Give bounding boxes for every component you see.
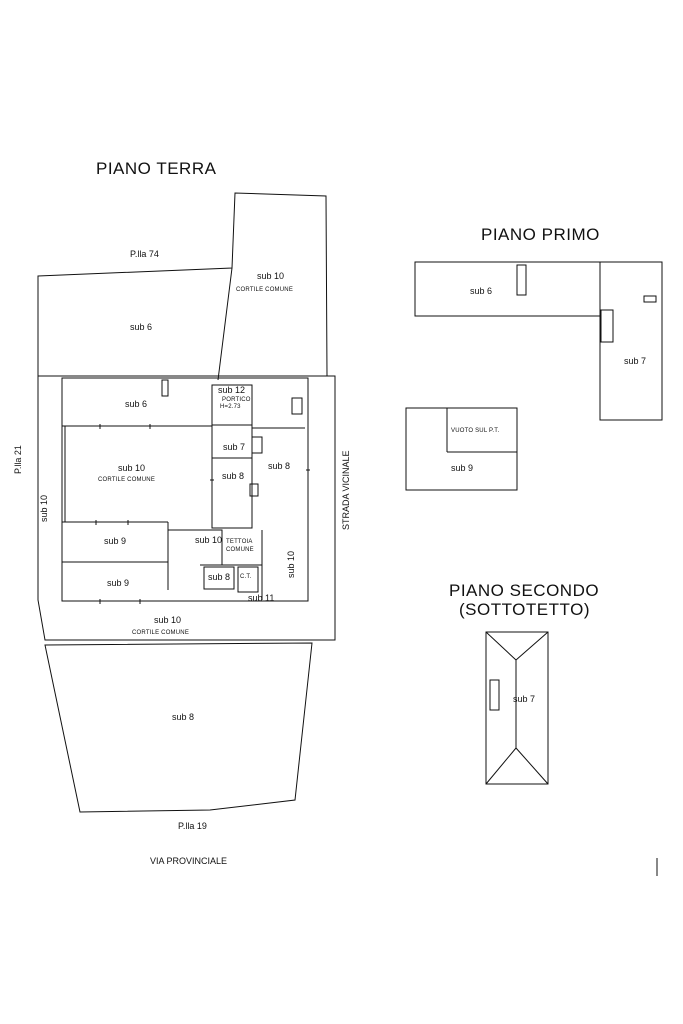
label-via-provinciale: VIA PROVINCIALE bbox=[150, 856, 228, 866]
label-sub10-court: sub 10 bbox=[118, 463, 146, 473]
label-tettoia: TETTOIA bbox=[226, 539, 253, 545]
label-portico: PORTICO bbox=[222, 397, 251, 403]
label-second-sub7: sub 7 bbox=[513, 694, 536, 704]
label-sub6-inner: sub 6 bbox=[125, 399, 148, 409]
first-floor-outline bbox=[415, 262, 662, 420]
label-sub8-bottom: sub 8 bbox=[172, 712, 195, 722]
sub9-first-outline bbox=[406, 408, 517, 490]
label-cortile-court: CORTILE COMUNE bbox=[98, 477, 156, 483]
ground-main-parcel-outline bbox=[38, 376, 335, 640]
label-pl19: P.lla 19 bbox=[178, 821, 207, 831]
label-sub8-ct: sub 8 bbox=[208, 572, 231, 582]
label-sub9-a: sub 9 bbox=[104, 536, 127, 546]
title-piano-secondo: PIANO SECONDO bbox=[449, 581, 600, 600]
label-sub10-right: sub 10 bbox=[286, 550, 296, 578]
label-first-sub7: sub 7 bbox=[624, 356, 647, 366]
stair-ground-2 bbox=[292, 398, 302, 414]
label-first-sub6: sub 6 bbox=[470, 286, 493, 296]
label-sub12: sub 12 bbox=[218, 385, 246, 395]
stair-second bbox=[490, 680, 499, 710]
label-sub7-ground: sub 7 bbox=[223, 442, 246, 452]
stair-ground-4 bbox=[250, 484, 258, 496]
door-ticks bbox=[96, 424, 310, 604]
stair-ground-3 bbox=[252, 437, 262, 453]
title-piano-primo: PIANO PRIMO bbox=[481, 225, 600, 244]
sub10-strip-left-wall bbox=[218, 268, 232, 380]
label-sub11: sub 11 bbox=[248, 593, 275, 603]
stair-first-3 bbox=[644, 296, 656, 302]
label-sub9-b: sub 9 bbox=[107, 578, 130, 588]
title-sottotetto: (SOTTOTETTO) bbox=[459, 600, 590, 619]
label-sub6-outer: sub 6 bbox=[130, 322, 153, 332]
label-ct: C.T. bbox=[240, 574, 252, 580]
label-sub8-small: sub 8 bbox=[222, 471, 245, 481]
sub8-small-room bbox=[204, 567, 234, 589]
label-sub10-top: sub 10 bbox=[257, 271, 285, 281]
roof-lines bbox=[486, 632, 548, 784]
label-first-sub9: sub 9 bbox=[451, 463, 474, 473]
stair-ground-1 bbox=[162, 380, 168, 396]
label-vuoto: VUOTO SUL P.T. bbox=[451, 428, 500, 434]
ct-box bbox=[238, 567, 258, 592]
label-sub10-left: sub 10 bbox=[39, 494, 49, 522]
stair-first-2 bbox=[601, 310, 613, 342]
label-portico-h: H=2.73 bbox=[220, 404, 241, 410]
sub8-lower-parcel-outline bbox=[45, 643, 312, 812]
label-sub10-bottom: sub 10 bbox=[154, 615, 182, 625]
tettoia-outline bbox=[168, 530, 222, 565]
ground-upper-parcel-outline bbox=[38, 193, 327, 376]
label-cortile-bottom: CORTILE COMUNE bbox=[132, 630, 190, 636]
label-strada-vicinale: STRADA VICINALE bbox=[341, 450, 351, 530]
label-comune: COMUNE bbox=[226, 547, 254, 553]
sub7-8-block bbox=[212, 385, 252, 528]
label-sub10-tettoia: sub 10 bbox=[195, 535, 223, 545]
building-main-outline bbox=[62, 378, 308, 601]
label-pl21: P.lla 21 bbox=[13, 445, 23, 474]
label-pl74: P.lla 74 bbox=[130, 249, 159, 259]
label-sub8-right: sub 8 bbox=[268, 461, 291, 471]
second-floor-outline bbox=[486, 632, 548, 784]
stair-first-1 bbox=[517, 265, 526, 295]
label-cortile-top: CORTILE COMUNE bbox=[236, 287, 294, 293]
title-piano-terra: PIANO TERRA bbox=[96, 159, 217, 178]
